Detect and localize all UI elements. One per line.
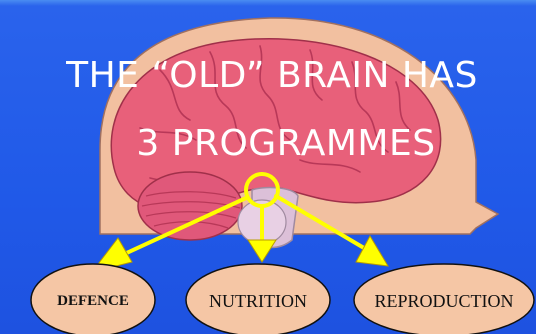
nutrition-label: NUTRITION <box>188 286 328 316</box>
title-line-1: THE “OLD” BRAIN HAS <box>4 56 536 96</box>
title-line-2: 3 PROGRAMMES <box>18 124 536 164</box>
defence-label: DEFENCE <box>30 286 156 316</box>
reproduction-label: REPRODUCTION <box>356 286 532 316</box>
